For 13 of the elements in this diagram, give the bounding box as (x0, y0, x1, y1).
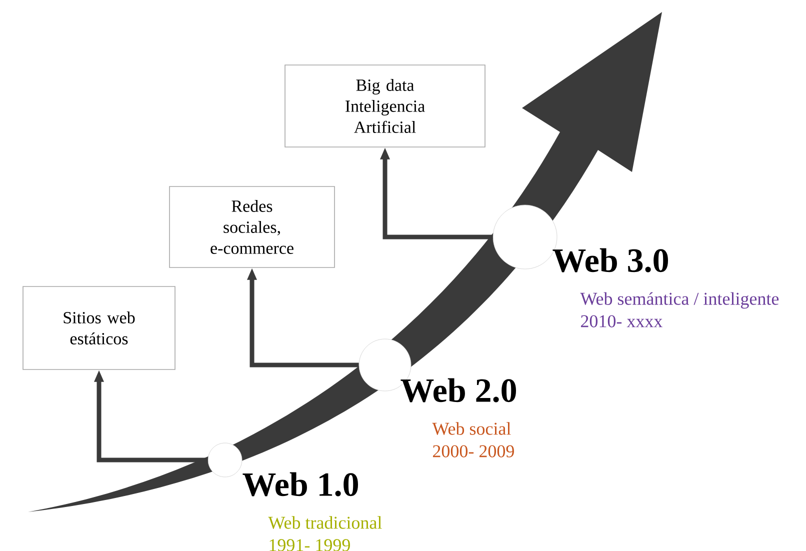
version-subtitle: Web social (432, 422, 511, 435)
version-subtitle: Web tradicional (268, 516, 382, 529)
milestone-circle (208, 442, 242, 478)
version-subtitle: 2000- 2009 (433, 445, 514, 458)
text-box: Redes sociales, e-commerce (169, 186, 335, 268)
version-heading: Web 3.0 (552, 248, 668, 272)
version-heading: Web 1.0 (242, 472, 358, 496)
version-subtitle: 2010- xxxx (580, 315, 662, 328)
version-heading: Web 2.0 (400, 378, 516, 402)
text-box: Big data Inteligencia Artificial (284, 64, 486, 148)
text-box: Sitios web estáticos (22, 286, 176, 370)
version-subtitle: Web semántica / inteligente (580, 292, 779, 309)
version-subtitle: 1991- 1999 (270, 539, 350, 551)
